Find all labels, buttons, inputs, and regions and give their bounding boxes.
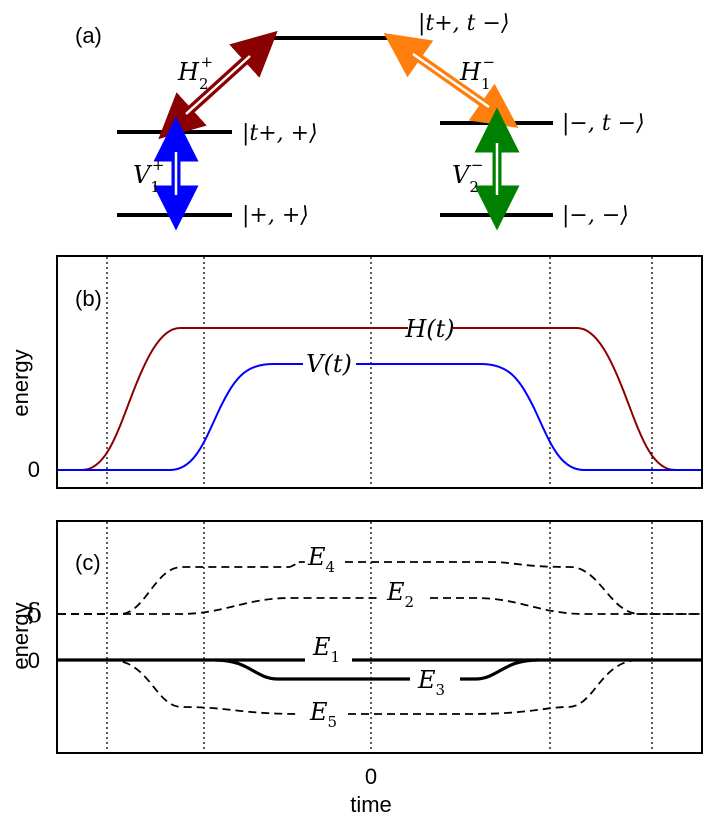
coupling-V2-label: V2− (452, 156, 483, 196)
panel-a: (a) |t+, t −⟩ |t+, +⟩ |+, +⟩ |−, t −⟩ |−… (75, 11, 645, 231)
curve-E4 (58, 561, 701, 615)
panel-c-ytick-zero: 0 (28, 648, 40, 673)
curve-E1-label: E1 (312, 633, 340, 666)
panel-c-label: (c) (75, 550, 101, 575)
panel-c-xlabel: time (350, 792, 392, 817)
panel-b-time-markers (106, 257, 653, 487)
curve-E3 (214, 658, 539, 681)
panel-c-ytick-delta: δ (26, 599, 42, 629)
panel-b-frame (56, 255, 703, 489)
state-right-upper-label: |−, t −⟩ (562, 111, 645, 136)
curve-E5-label: E5 (309, 698, 337, 731)
panel-b-ytick-zero: 0 (28, 457, 40, 482)
coupling-H1-arrow (383, 33, 519, 128)
coupling-H2-arrow (158, 30, 278, 140)
panel-a-label: (a) (75, 23, 102, 48)
coupling-H2-label: H2+ (177, 53, 213, 93)
curve-E2 (58, 597, 701, 615)
curve-V (58, 363, 701, 471)
panel-b: (b) energy 0 H(t) V(t) (8, 255, 703, 489)
panel-c: (c) energy δ 0 E4 E2 E1 E3 E5 0 time (8, 520, 703, 817)
state-left-lower-label: |+, +⟩ (242, 203, 309, 228)
panel-c-frame (56, 520, 703, 754)
curve-H (58, 327, 701, 471)
panel-c-time-markers (106, 522, 653, 752)
curve-E3-label: E3 (417, 666, 445, 699)
curve-E4-label: E4 (307, 543, 335, 576)
state-right-lower-label: |−, −⟩ (562, 203, 629, 228)
curve-E5 (58, 659, 701, 715)
curve-V-label: V(t) (306, 350, 352, 378)
coupling-V1-label: V1+ (133, 156, 164, 196)
panel-b-ylabel: energy (8, 349, 33, 416)
curve-H-label: H(t) (404, 315, 454, 343)
state-top-label: |t+, t −⟩ (418, 11, 510, 36)
state-left-upper-label: |t+, +⟩ (242, 121, 318, 146)
panel-b-label: (b) (75, 286, 102, 311)
curve-E2-label: E2 (386, 578, 414, 611)
coupling-H1-label: H1− (459, 53, 495, 93)
panel-c-ylabel: energy (8, 602, 33, 669)
panel-c-xtick-zero: 0 (365, 764, 377, 789)
